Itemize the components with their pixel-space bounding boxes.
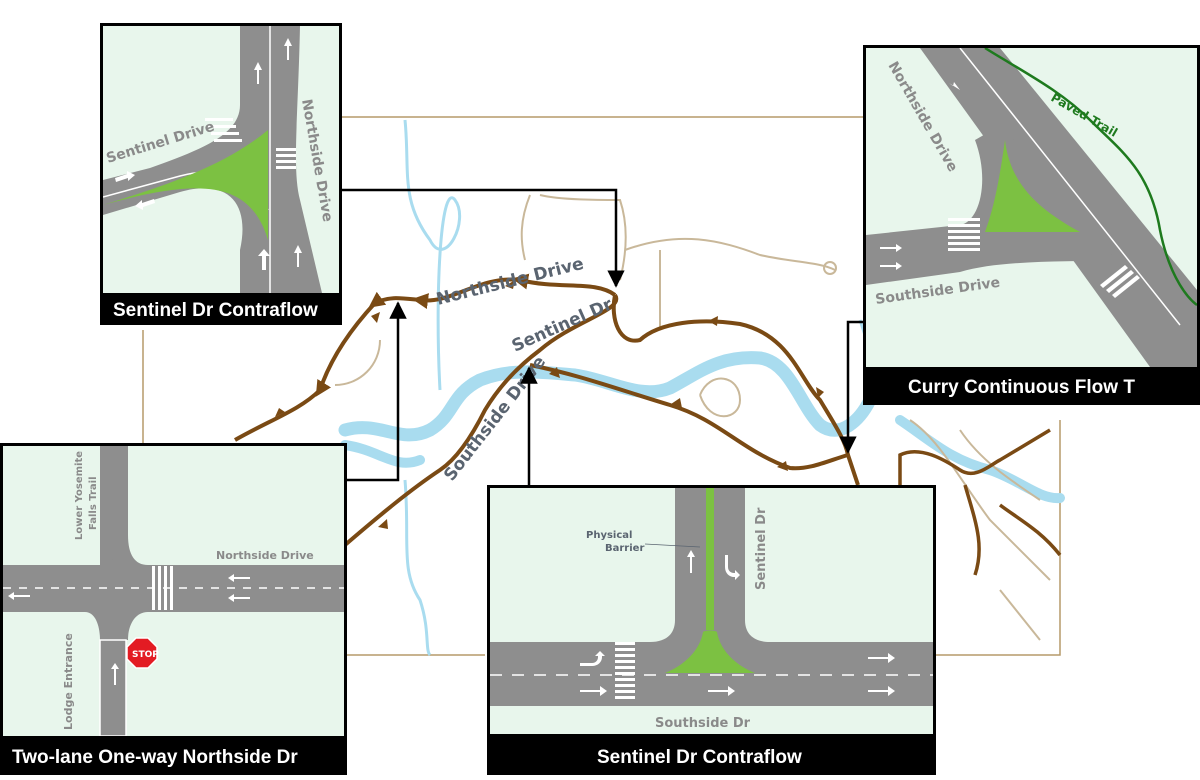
- bc-median: [665, 630, 755, 673]
- map-label-sentinel: Sentinel Dr: [509, 294, 616, 356]
- curry-median: [985, 140, 1080, 232]
- river-branch: [340, 415, 1065, 504]
- inset-top-left: Sentinel Drive Northside Drive Sentinel …: [100, 23, 342, 325]
- merced-river: [338, 351, 877, 442]
- physical-barrier: [706, 488, 714, 630]
- paved-trail: [984, 48, 1197, 307]
- map-boundary: [142, 116, 1061, 656]
- inset-bottom-left: STOP Lower Yosemite Falls Trail Northsid…: [0, 443, 347, 775]
- median-island: [103, 130, 268, 240]
- bl-trail-label-1: Lower Yosemite: [74, 451, 85, 540]
- map-label-northside: Northside Drive: [434, 254, 585, 310]
- connector-arrow-top-left: [340, 188, 625, 288]
- curry-loop-route: [611, 294, 860, 486]
- stop-text: STOP: [132, 650, 159, 660]
- barrier-label-2: Barrier: [605, 543, 644, 554]
- connector-arrow-top-right: [839, 320, 865, 454]
- bl-lodge-label: Lodge Entrance: [62, 633, 75, 730]
- inset-bottom-center: Physical Barrier Sentinel Dr Southside D…: [487, 485, 936, 775]
- connector-arrow-bottom-left: [345, 301, 407, 482]
- tr-caption: Curry Continuous Flow T: [908, 377, 1135, 398]
- northside-drive-route: [234, 273, 617, 442]
- creek-2: [403, 479, 432, 657]
- bl-trail-label-2: Falls Trail: [88, 476, 99, 530]
- southside-drive-route: [529, 363, 849, 471]
- inset-top-right: Paved Trail Northside Drive Southside Dr…: [863, 45, 1200, 405]
- bl-northside-label: Northside Drive: [216, 549, 314, 562]
- east-village-roads: [898, 428, 1062, 576]
- tl-caption: Sentinel Dr Contraflow: [113, 300, 318, 321]
- bc-sentinel-label: Sentinel Dr: [754, 507, 769, 590]
- barrier-label-1: Physical: [586, 530, 632, 541]
- bl-caption: Two-lane One-way Northside Dr: [12, 747, 298, 768]
- creek-1: [403, 119, 462, 391]
- sentinel-drive-route: [343, 293, 619, 547]
- stop-sign-icon: [126, 637, 158, 669]
- bc-caption: Sentinel Dr Contraflow: [597, 747, 802, 768]
- bc-southside-label: Southside Dr: [655, 716, 751, 731]
